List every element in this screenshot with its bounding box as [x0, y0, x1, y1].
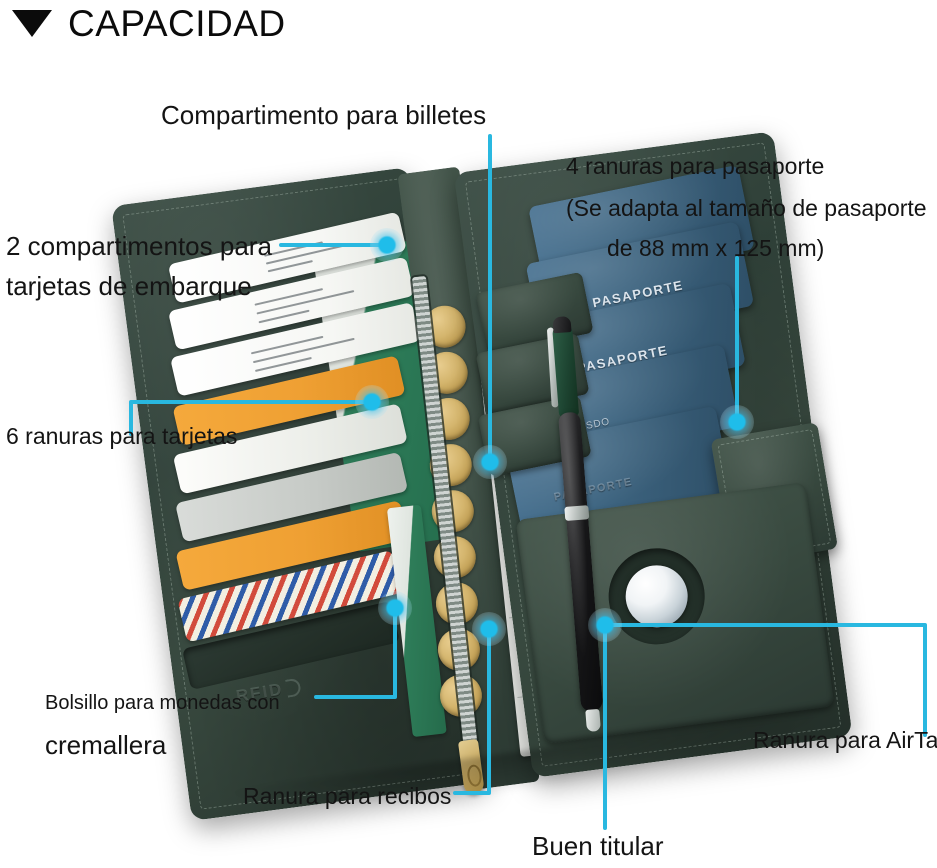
triangle-down-icon	[12, 9, 52, 37]
callout-label-monedas-line1: Bolsillo para monedas con	[45, 692, 280, 714]
callout-dot-monedas[interactable]	[378, 591, 412, 625]
callout-label-embarque-line1: 2 compartimentos para	[6, 231, 272, 261]
section-heading: CAPACIDAD	[12, 0, 286, 46]
callout-dot-tarjetas[interactable]	[355, 385, 389, 419]
contactless-icon	[284, 677, 302, 698]
page-title: CAPACIDAD	[68, 2, 286, 44]
callout-label-pasaporte-line2: (Se adapta al tamaño de pasaporte	[566, 195, 927, 221]
callout-label-pasaporte-line3: de 88 mm x 125 mm)	[607, 235, 825, 261]
callout-label-airtag: Ranura para AirTag	[753, 727, 937, 753]
callout-dot-pasaporte[interactable]	[720, 405, 754, 439]
airtag-disc	[621, 561, 692, 632]
callout-label-pasaporte-line1: 4 ranuras para pasaporte	[566, 153, 825, 179]
callout-label-billetes: Compartimento para billetes	[161, 100, 487, 130]
callout-dot-embarque[interactable]	[370, 228, 404, 262]
pen-tip	[585, 708, 601, 732]
pen-band	[564, 505, 590, 521]
callout-label-recibos: Ranura para recibos	[243, 783, 452, 809]
pen-cap-top	[552, 315, 572, 334]
callout-label-embarque-line2: tarjetas de embarque	[6, 271, 252, 301]
callout-label-titular: Buen titular	[532, 831, 664, 861]
callout-dot-billetes[interactable]	[473, 445, 507, 479]
callout-label-monedas-line2: cremallera	[45, 730, 167, 760]
callout-dot-recibos[interactable]	[472, 612, 506, 646]
callout-dot-airtag[interactable]	[588, 608, 622, 642]
callout-label-tarjetas: 6 ranuras para tarjetas	[6, 423, 238, 449]
